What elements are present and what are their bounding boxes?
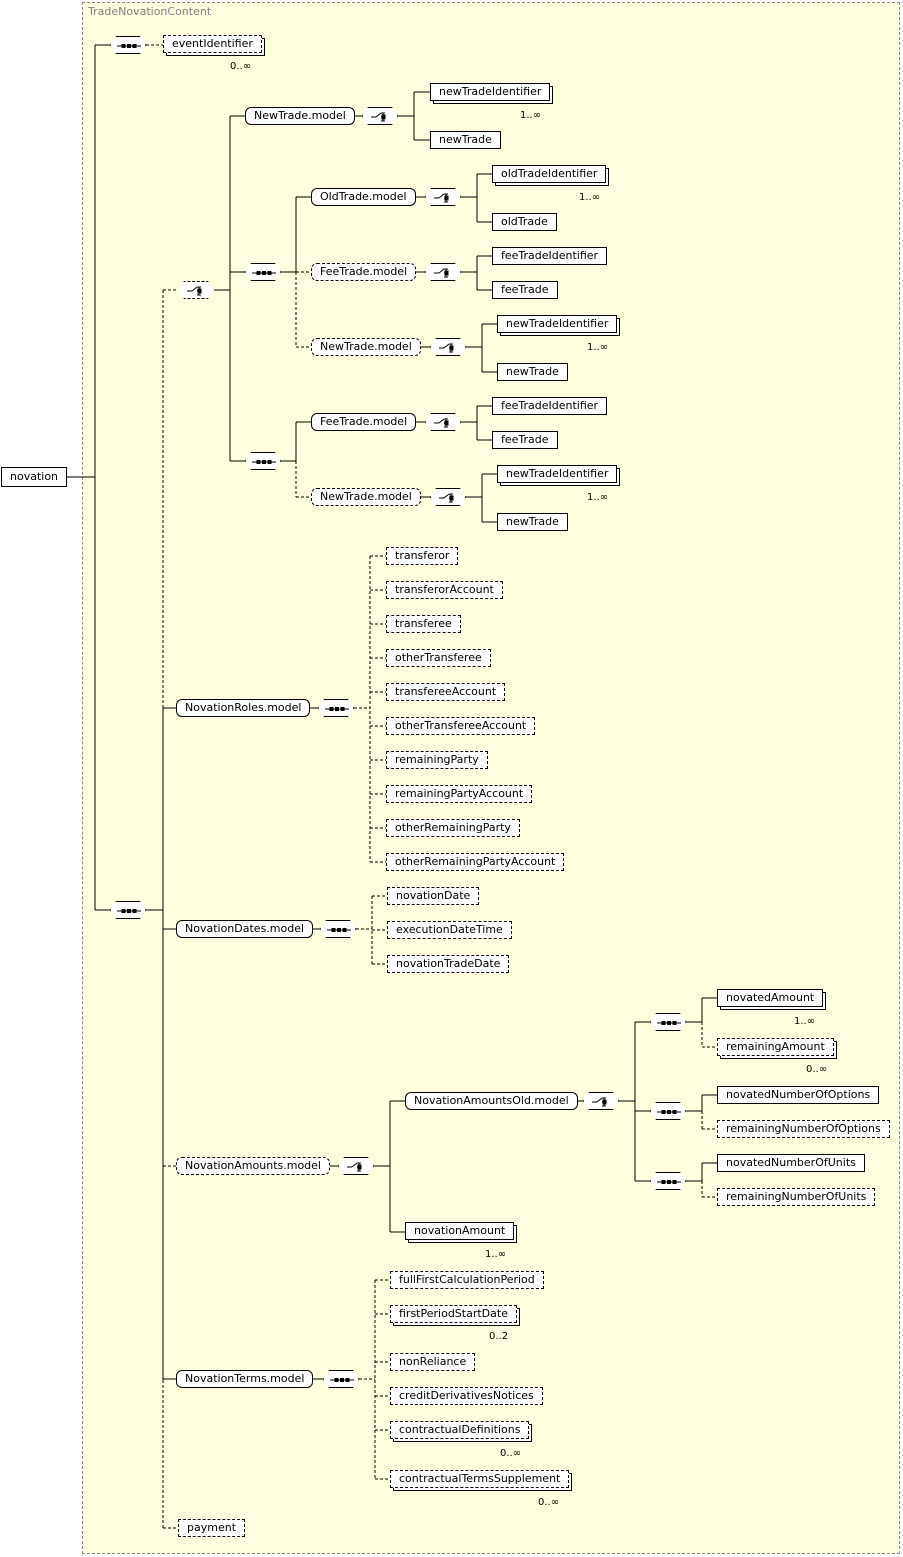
cardinality-label: 0..2 — [489, 1331, 509, 1342]
element-newTrade[interactable]: newTrade — [430, 131, 501, 149]
group-NewTrade-model[interactable]: NewTrade.model — [245, 107, 355, 125]
element-newTradeIdentifier[interactable]: newTradeIdentifier — [430, 83, 551, 101]
sequence-compositor-icon[interactable] — [650, 1172, 686, 1190]
element-fullFirstCalculationPeriod[interactable]: fullFirstCalculationPeriod — [390, 1271, 544, 1289]
sequence-compositor-icon[interactable] — [318, 699, 354, 717]
element-novationDate[interactable]: novationDate — [387, 887, 480, 905]
element-newTrade[interactable]: newTrade — [497, 363, 568, 381]
choice-compositor-icon[interactable] — [425, 188, 461, 206]
sequence-compositor-icon[interactable] — [320, 920, 356, 938]
element-otherTransferee[interactable]: otherTransferee — [386, 649, 491, 667]
cardinality-label: 1..∞ — [587, 492, 609, 503]
cardinality-label: 0..∞ — [230, 61, 252, 72]
group-NovationRoles-model[interactable]: NovationRoles.model — [176, 699, 311, 717]
cardinality-label: 1..∞ — [794, 1016, 816, 1027]
group-FeeTrade-model[interactable]: FeeTrade.model — [311, 263, 417, 281]
element-contractualTermsSupplement[interactable]: contractualTermsSupplement — [390, 1470, 570, 1488]
cardinality-label: 1..∞ — [579, 192, 601, 203]
element-nonReliance[interactable]: nonReliance — [390, 1353, 476, 1371]
element-executionDateTime[interactable]: executionDateTime — [387, 921, 512, 939]
element-otherRemainingParty[interactable]: otherRemainingParty — [386, 819, 520, 837]
choice-compositor-icon[interactable] — [425, 413, 461, 431]
element-newTrade[interactable]: newTrade — [497, 513, 568, 531]
element-creditDerivativesNotices[interactable]: creditDerivativesNotices — [390, 1387, 543, 1405]
element-transfereeAccount[interactable]: transfereeAccount — [386, 683, 506, 701]
element-eventIdentifier[interactable]: eventIdentifier — [163, 35, 262, 53]
element-feeTrade[interactable]: feeTrade — [492, 281, 558, 299]
choice-compositor-icon[interactable] — [425, 263, 461, 281]
root-element-novation[interactable]: novation — [1, 467, 68, 487]
complex-type-label: TradeNovationContent — [88, 5, 212, 18]
cardinality-label: 0..∞ — [806, 1064, 828, 1075]
group-NewTrade-model[interactable]: NewTrade.model — [311, 338, 421, 356]
element-feeTradeIdentifier[interactable]: feeTradeIdentifier — [492, 397, 608, 415]
element-otherRemainingPartyAccount[interactable]: otherRemainingPartyAccount — [386, 853, 565, 871]
element-transferorAccount[interactable]: transferorAccount — [386, 581, 503, 599]
element-contractualDefinitions[interactable]: contractualDefinitions — [390, 1421, 530, 1439]
group-FeeTrade-model[interactable]: FeeTrade.model — [311, 413, 417, 431]
cardinality-label: 1..∞ — [520, 110, 542, 121]
element-feeTrade[interactable]: feeTrade — [492, 431, 558, 449]
cardinality-label: 0..∞ — [500, 1448, 522, 1459]
sequence-compositor-icon[interactable] — [245, 263, 281, 281]
choice-compositor-icon[interactable] — [338, 1157, 374, 1175]
cardinality-label: 1..∞ — [485, 1249, 507, 1260]
choice-compositor-icon[interactable] — [362, 107, 398, 125]
cardinality-label: 0..∞ — [538, 1497, 560, 1508]
element-novationAmount[interactable]: novationAmount — [405, 1222, 515, 1240]
sequence-compositor-icon[interactable] — [323, 1370, 359, 1388]
element-otherTransfereeAccount[interactable]: otherTransfereeAccount — [386, 717, 536, 735]
choice-compositor-icon[interactable] — [178, 281, 214, 299]
group-NovationDates-model[interactable]: NovationDates.model — [176, 920, 314, 938]
element-oldTrade[interactable]: oldTrade — [492, 213, 557, 231]
element-feeTradeIdentifier[interactable]: feeTradeIdentifier — [492, 247, 608, 265]
sequence-compositor-icon[interactable] — [110, 901, 146, 919]
choice-compositor-icon[interactable] — [430, 338, 466, 356]
element-novatedNumberOfOptions[interactable]: novatedNumberOfOptions — [717, 1086, 880, 1104]
element-novationTradeDate[interactable]: novationTradeDate — [387, 955, 510, 973]
sequence-compositor-icon[interactable] — [245, 452, 281, 470]
group-NovationAmounts-model[interactable]: NovationAmounts.model — [176, 1157, 330, 1175]
element-newTradeIdentifier[interactable]: newTradeIdentifier — [497, 315, 618, 333]
element-remainingNumberOfUnits[interactable]: remainingNumberOfUnits — [717, 1188, 876, 1206]
group-NovationTerms-model[interactable]: NovationTerms.model — [176, 1370, 314, 1388]
group-OldTrade-model[interactable]: OldTrade.model — [311, 188, 416, 206]
choice-compositor-icon[interactable] — [430, 488, 466, 506]
element-novatedNumberOfUnits[interactable]: novatedNumberOfUnits — [717, 1154, 865, 1172]
group-NewTrade-model[interactable]: NewTrade.model — [311, 488, 421, 506]
element-firstPeriodStartDate[interactable]: firstPeriodStartDate — [390, 1305, 517, 1323]
element-novatedAmount[interactable]: novatedAmount — [717, 989, 824, 1007]
element-remainingParty[interactable]: remainingParty — [386, 751, 488, 769]
element-payment[interactable]: payment — [178, 1519, 246, 1537]
element-transferor[interactable]: transferor — [386, 547, 459, 565]
complex-type-container — [82, 2, 900, 1554]
element-remainingNumberOfOptions[interactable]: remainingNumberOfOptions — [717, 1120, 890, 1138]
sequence-compositor-icon[interactable] — [110, 36, 146, 54]
element-newTradeIdentifier[interactable]: newTradeIdentifier — [497, 465, 618, 483]
choice-compositor-icon[interactable] — [583, 1092, 619, 1110]
group-NovationAmountsOld-model[interactable]: NovationAmountsOld.model — [405, 1092, 578, 1110]
element-oldTradeIdentifier[interactable]: oldTradeIdentifier — [492, 165, 607, 183]
element-remainingAmount[interactable]: remainingAmount — [717, 1038, 834, 1056]
cardinality-label: 1..∞ — [587, 342, 609, 353]
element-transferee[interactable]: transferee — [386, 615, 461, 633]
element-remainingPartyAccount[interactable]: remainingPartyAccount — [386, 785, 533, 803]
sequence-compositor-icon[interactable] — [650, 1102, 686, 1120]
sequence-compositor-icon[interactable] — [650, 1013, 686, 1031]
